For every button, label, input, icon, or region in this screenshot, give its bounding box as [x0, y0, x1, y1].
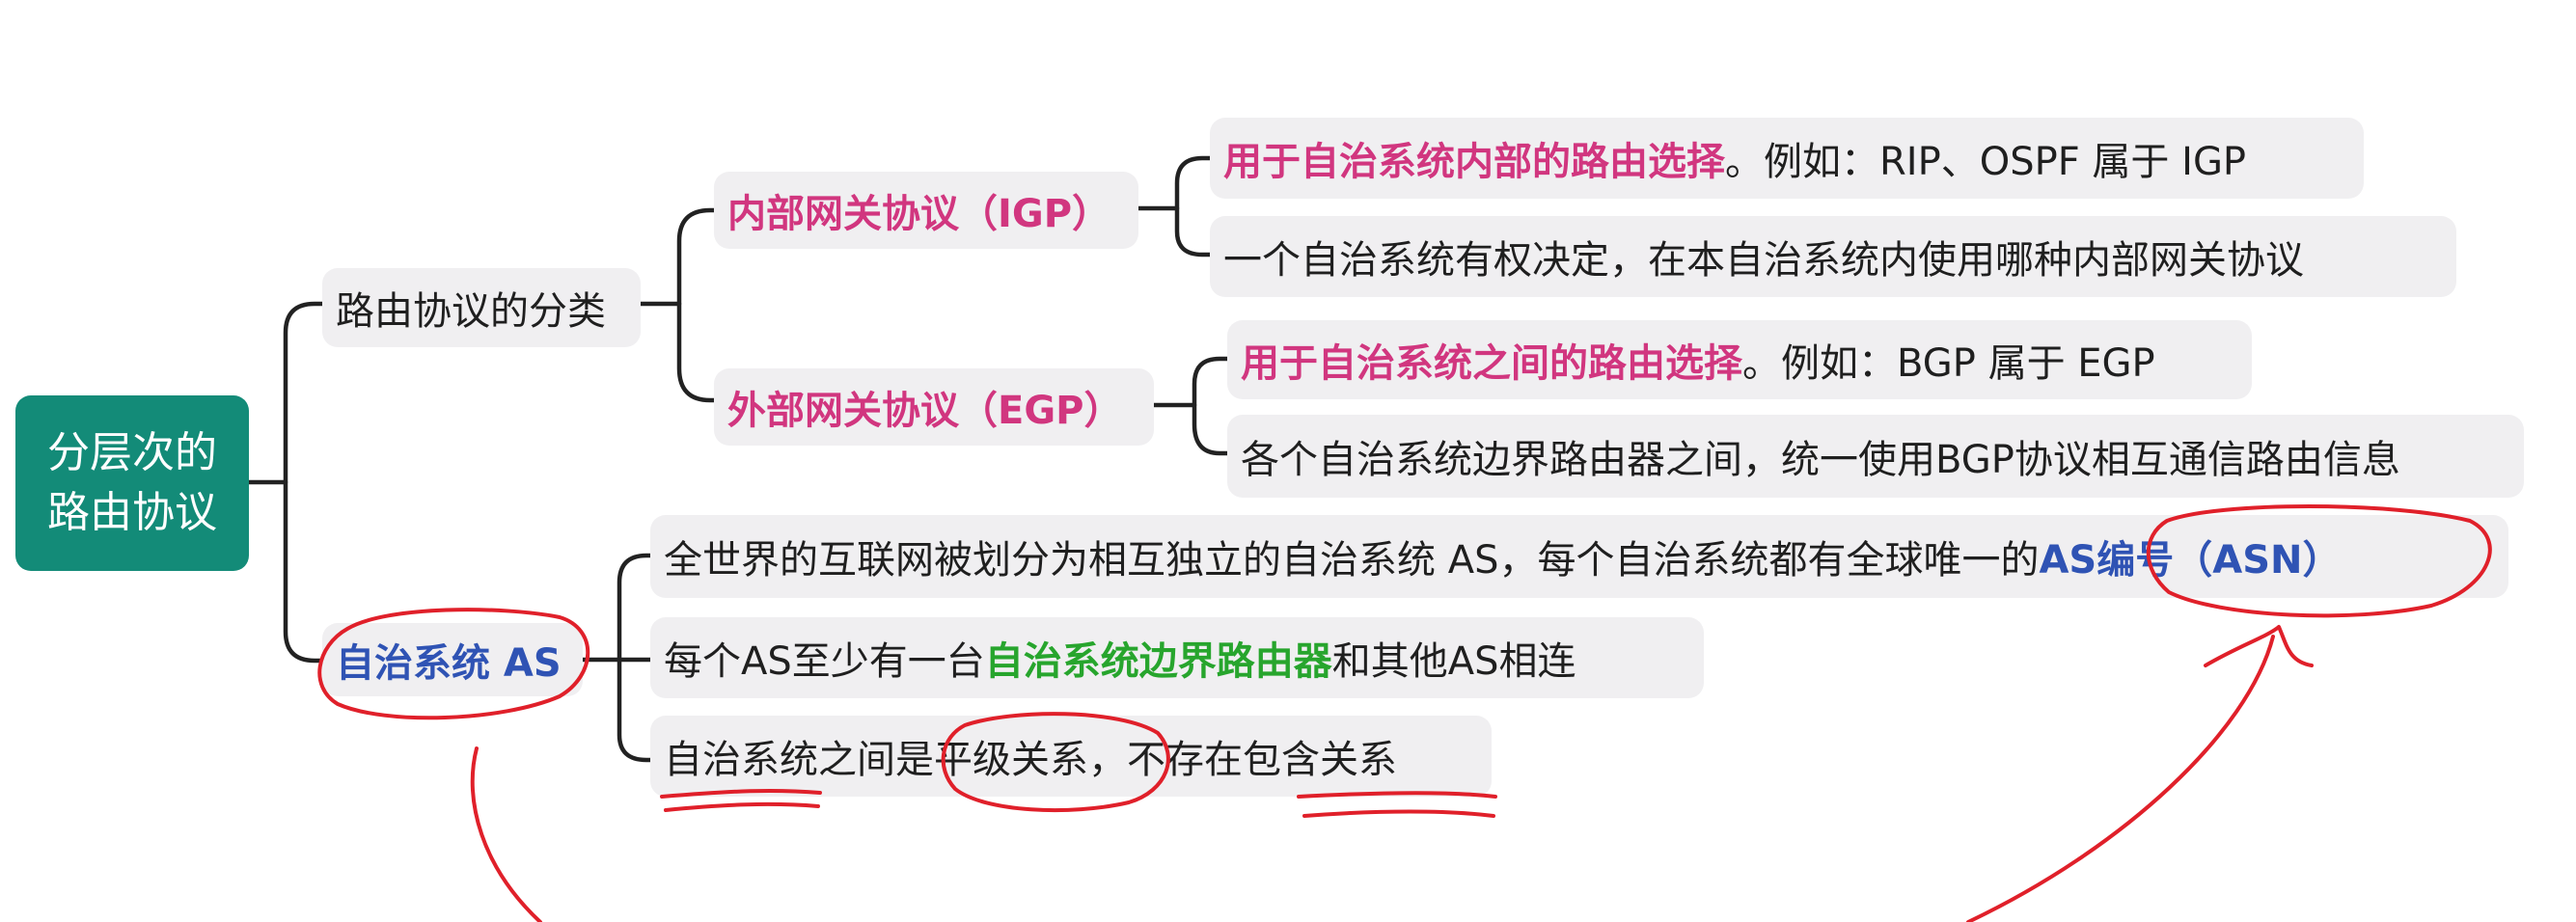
igp-desc1-rest: 。例如：RIP、OSPF 属于 IGP	[1725, 140, 2247, 184]
as-node-circle	[317, 608, 590, 720]
as-item1-highlight: AS编号（ASN）	[2039, 538, 2342, 583]
root-line2: 路由协议	[47, 488, 217, 537]
egp-node[interactable]: 外部网关协议（EGP）	[714, 368, 1154, 446]
igp-node[interactable]: 内部网关协议（IGP）	[714, 172, 1138, 249]
as-item1-text: 全世界的互联网被划分为相互独立的自治系统 AS，每个自治系统都有全球唯一的	[664, 538, 2040, 583]
egp-desc1[interactable]: 用于自治系统之间的路由选择。例如：BGP 属于 EGP	[1227, 320, 2252, 399]
asn-circle	[2146, 504, 2492, 618]
igp-desc1-highlight: 用于自治系统内部的路由选择	[1223, 140, 1725, 184]
as-label: 自治系统 AS	[336, 641, 562, 686]
arrow-right	[1966, 625, 2314, 922]
igp-desc2[interactable]: 一个自治系统有权决定，在本自治系统内使用哪种内部网关协议	[1210, 216, 2456, 297]
as-item2[interactable]: 每个AS至少有一台自治系统边界路由器和其他AS相连	[650, 617, 1704, 698]
arrow-left	[470, 746, 542, 922]
egp-desc2-text: 各个自治系统边界路由器之间，统一使用BGP协议相互通信路由信息	[1241, 438, 2400, 482]
as-node[interactable]: 自治系统 AS	[322, 623, 583, 696]
igp-desc1[interactable]: 用于自治系统内部的路由选择。例如：RIP、OSPF 属于 IGP	[1210, 118, 2364, 199]
underline-1	[660, 788, 822, 812]
as-item3-text: 自治系统之间是平级关系，不存在包含关系	[664, 738, 1397, 782]
igp-label: 内部网关协议（IGP）	[727, 192, 1111, 236]
as-item2-post: 和其他AS相连	[1331, 639, 1576, 684]
underline-2	[1297, 791, 1497, 818]
as-item2-highlight: 自治系统边界路由器	[984, 639, 1332, 684]
root-node[interactable]: 分层次的 路由协议	[15, 395, 249, 571]
classification-label: 路由协议的分类	[336, 289, 606, 334]
igp-desc2-text: 一个自治系统有权决定，在本自治系统内使用哪种内部网关协议	[1223, 238, 2304, 283]
as-item3[interactable]: 自治系统之间是平级关系，不存在包含关系	[650, 716, 1492, 797]
classification-node[interactable]: 路由协议的分类	[322, 268, 641, 347]
egp-desc1-highlight: 用于自治系统之间的路由选择	[1241, 341, 1742, 386]
as-item2-pre: 每个AS至少有一台	[664, 639, 985, 684]
peer-circle	[941, 712, 1170, 813]
root-line1: 分层次的	[47, 428, 217, 477]
egp-desc2[interactable]: 各个自治系统边界路由器之间，统一使用BGP协议相互通信路由信息	[1227, 415, 2524, 498]
egp-desc1-rest: 。例如：BGP 属于 EGP	[1742, 341, 2155, 386]
egp-label: 外部网关协议（EGP）	[727, 389, 1123, 433]
